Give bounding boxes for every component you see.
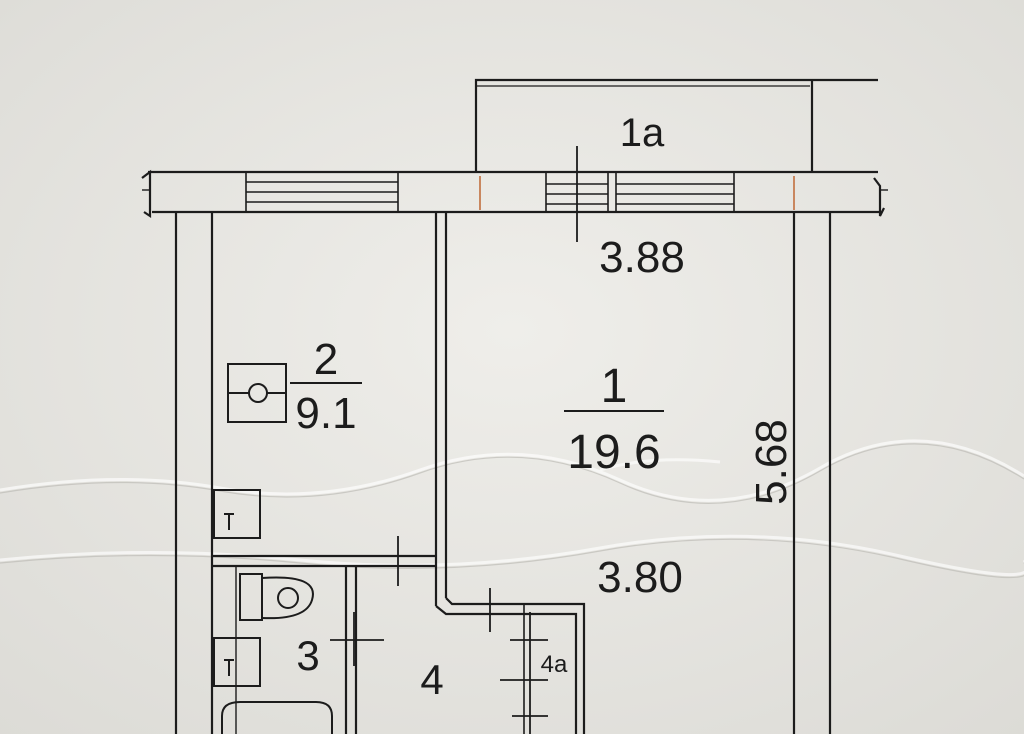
exterior-wall-right	[792, 212, 832, 734]
stove-icon	[227, 363, 287, 423]
room-1-number: 1	[601, 360, 628, 413]
dimension-width-top: 3.88	[599, 233, 685, 282]
exterior-wall-top	[141, 169, 888, 219]
room-2-area: 9.1	[295, 389, 356, 438]
toilet-icon	[239, 573, 314, 621]
bathtub-icon	[221, 701, 333, 734]
room-4a-number: 4а	[541, 651, 568, 678]
door-marks	[330, 146, 578, 734]
room-2-number: 2	[314, 335, 338, 384]
exterior-wall-left	[174, 212, 214, 734]
kitchen-sink-icon	[213, 489, 261, 539]
window-room-2	[245, 172, 399, 212]
washbasin-icon	[213, 637, 261, 687]
room-4-number: 4	[420, 656, 443, 703]
window-edge-marks	[479, 176, 795, 210]
balcony-label: 1а	[620, 111, 665, 155]
dimension-length: 5.68	[747, 419, 796, 505]
balcony-door-window	[545, 172, 735, 212]
dimension-width-bottom: 3.80	[597, 553, 683, 602]
room-3-number: 3	[296, 632, 319, 679]
partition-wall	[434, 212, 586, 734]
room-1-area: 19.6	[567, 426, 660, 479]
balcony	[474, 78, 878, 172]
paper-creases	[0, 439, 1024, 576]
